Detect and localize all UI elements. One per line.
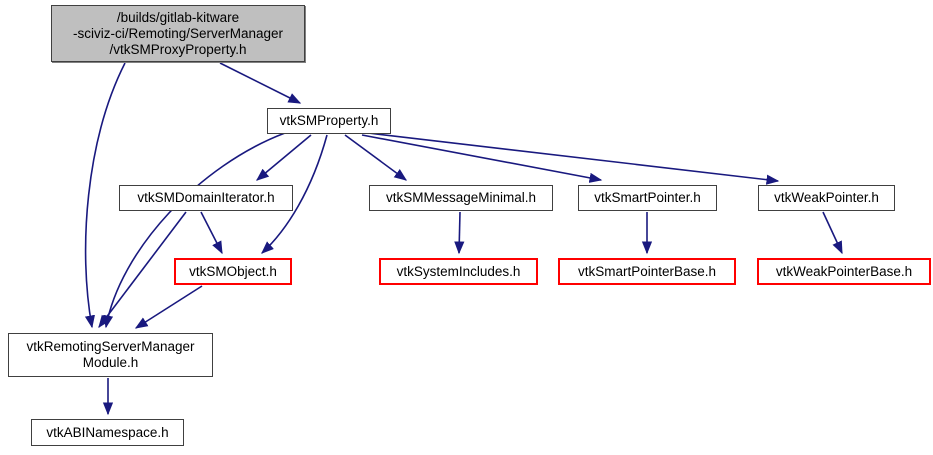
node-vtkabinamespace[interactable]: vtkABINamespace.h	[31, 419, 184, 446]
node-vtkweakpointer[interactable]: vtkWeakPointer.h	[758, 185, 895, 211]
node-vtksmdomainiterator[interactable]: vtkSMDomainIterator.h	[119, 185, 293, 211]
edge-smproperty-to-domainiterator	[256, 134, 312, 181]
edge-domainiterator-to-module	[98, 211, 187, 329]
edge-smproperty-to-module	[103, 132, 286, 329]
node-vtksystemincludes[interactable]: vtkSystemIncludes.h	[379, 258, 538, 285]
edge-messageminimal-to-systemincludes	[454, 211, 465, 255]
node-vtksmproperty[interactable]: vtkSMProperty.h	[267, 108, 391, 134]
node-vtkremotingservermanagermodule[interactable]: vtkRemotingServerManager Module.h	[8, 333, 213, 377]
edge-weakpointer-to-weakpointerbase	[822, 211, 843, 255]
node-vtksmproxyproperty-root[interactable]: /builds/gitlab-kitware -sciviz-ci/Remoti…	[51, 5, 305, 62]
node-vtksmobject[interactable]: vtkSMObject.h	[174, 258, 292, 285]
edge-root-to-module	[84, 62, 126, 329]
node-vtksmartpointerbase[interactable]: vtkSmartPointerBase.h	[558, 258, 736, 285]
edge-smproperty-to-smobject	[261, 134, 328, 254]
node-vtksmmessageminimal[interactable]: vtkSMMessageMinimal.h	[369, 185, 553, 211]
node-vtkweakpointerbase[interactable]: vtkWeakPointerBase.h	[757, 258, 931, 285]
edge-smproperty-to-smartpointer	[361, 134, 603, 183]
edge-smproperty-to-weakpointer	[367, 132, 780, 185]
edge-domainiterator-to-smobject	[200, 211, 223, 255]
edge-root-to-smproperty	[219, 62, 302, 104]
edge-smobject-to-module	[134, 285, 203, 329]
node-vtksmartpointer[interactable]: vtkSmartPointer.h	[578, 185, 717, 211]
edge-smproperty-to-messageminimal	[344, 134, 408, 181]
